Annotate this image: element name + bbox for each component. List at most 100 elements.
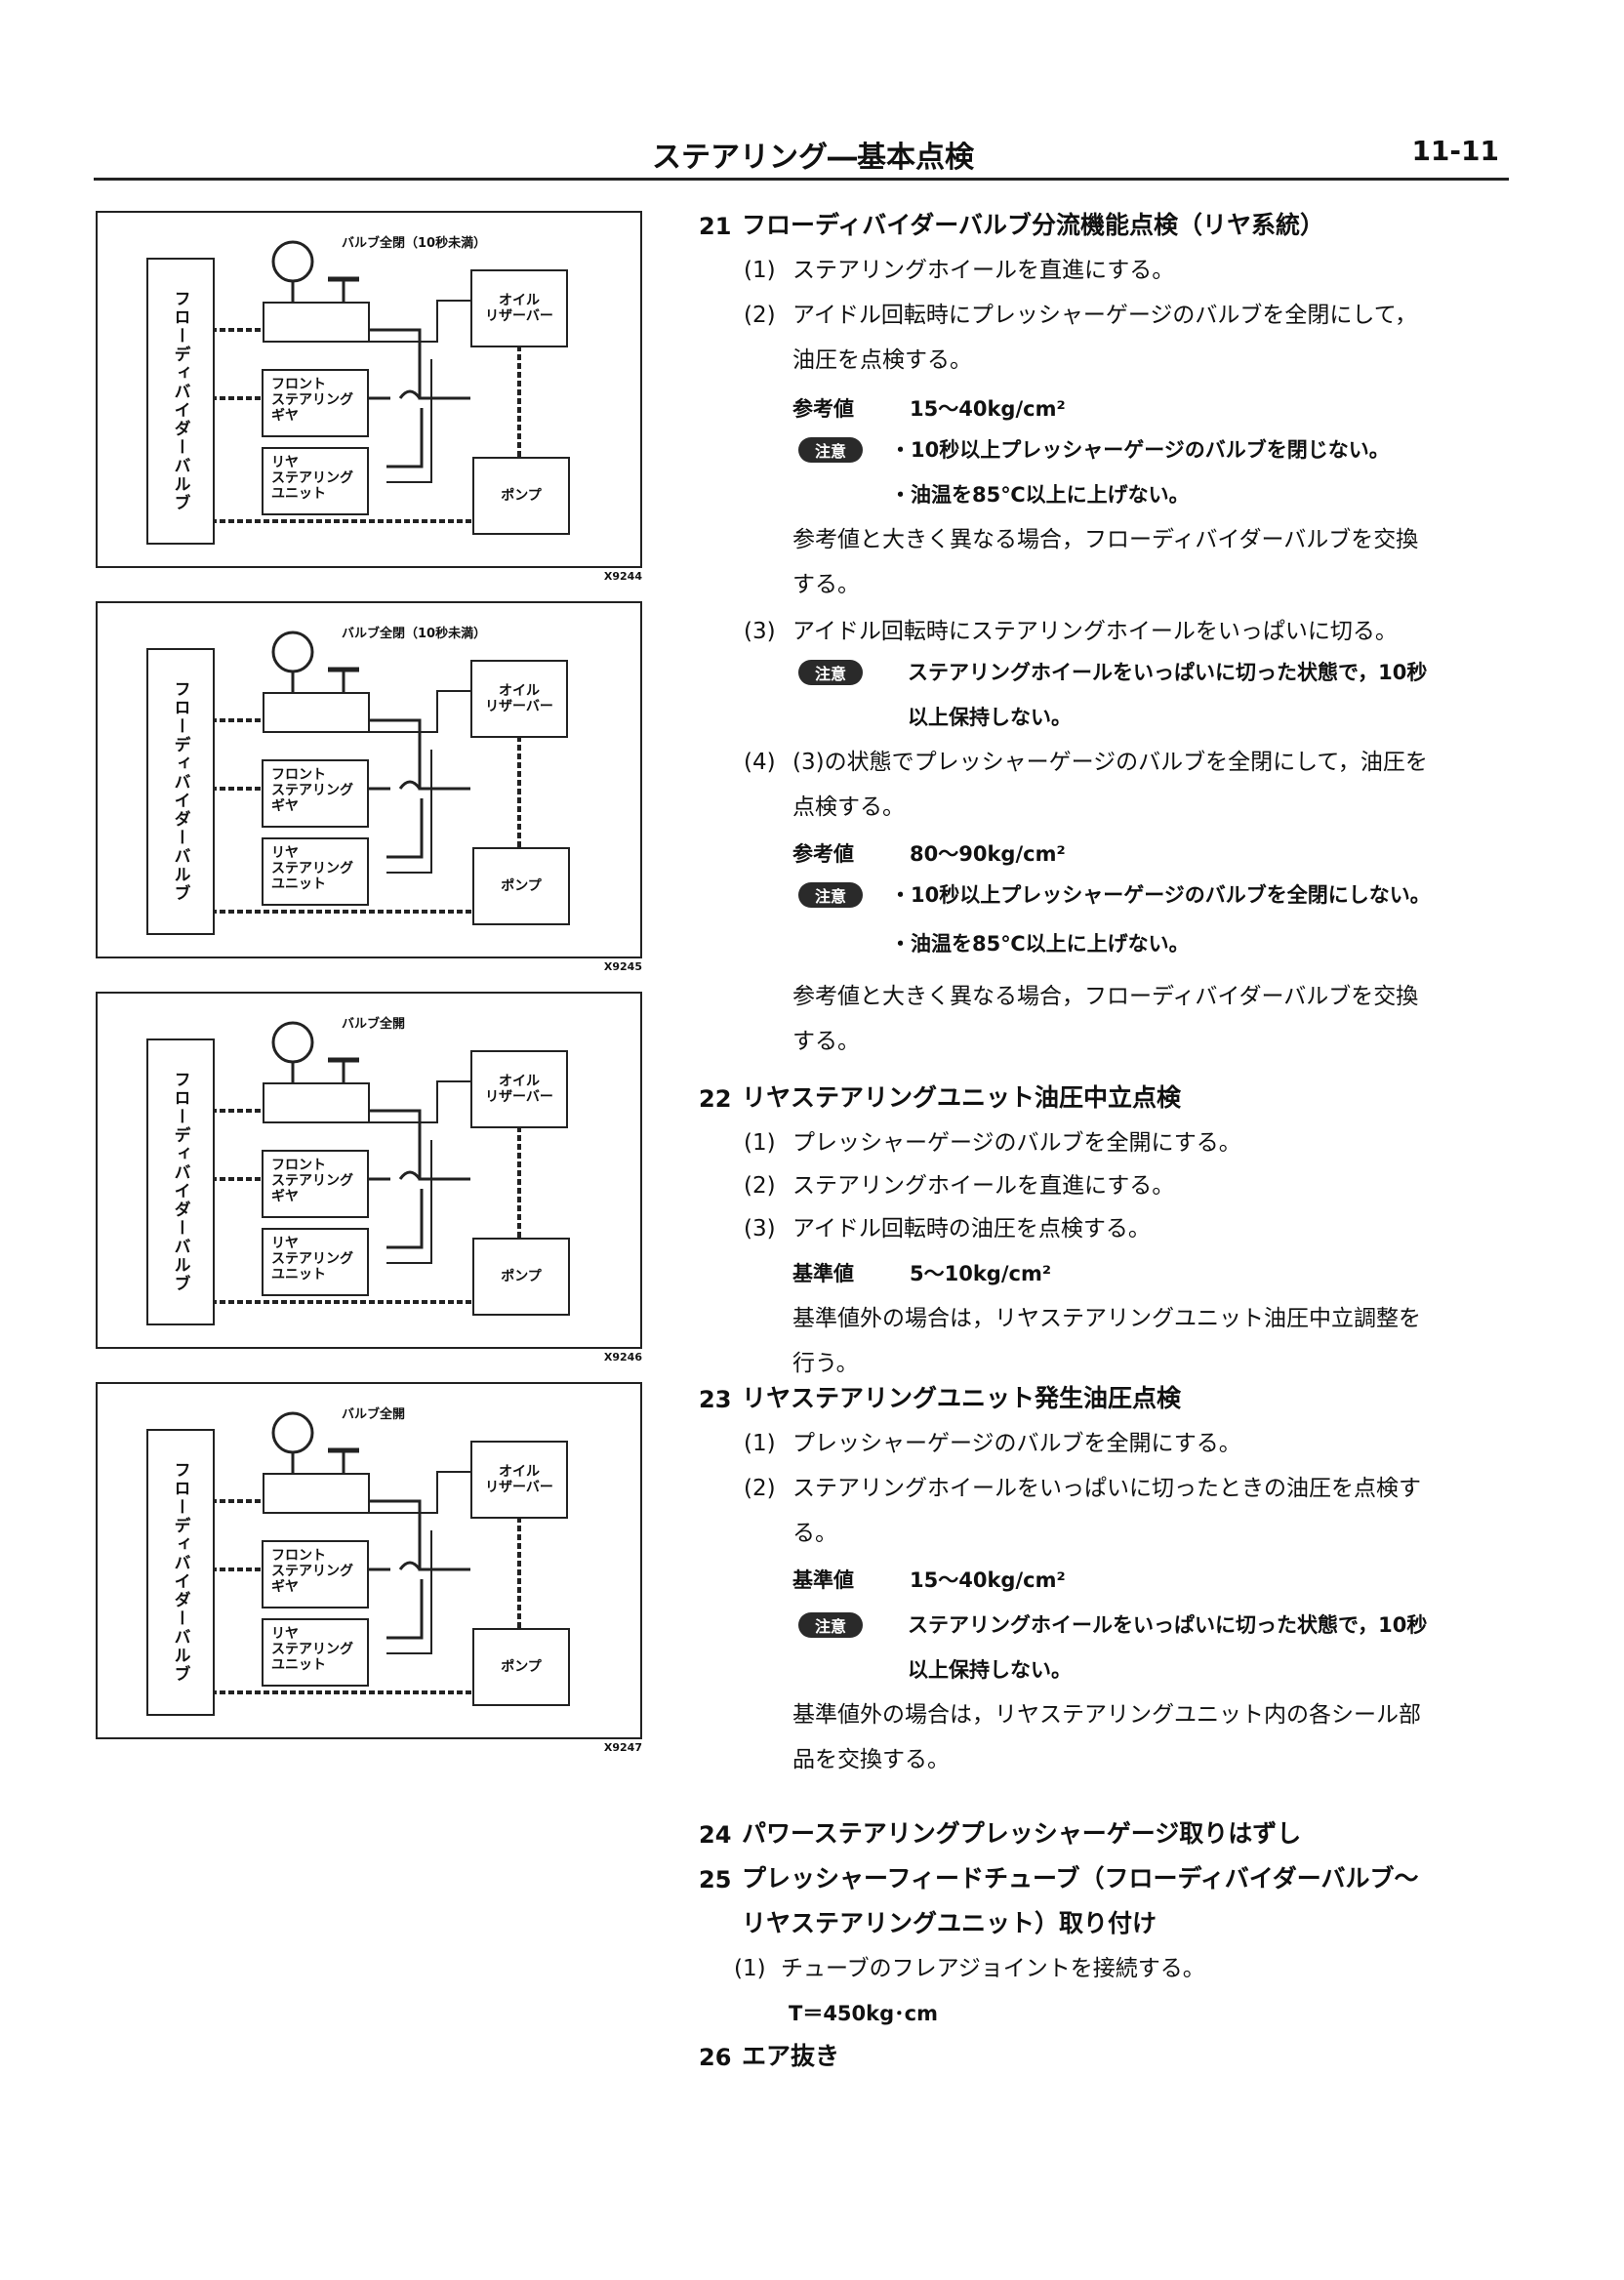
rear-steering-unit: リヤ ステアリング ユニット bbox=[262, 1228, 369, 1296]
flow-divider-valve: フローディバイダーバルブ bbox=[146, 1038, 215, 1325]
front-steering-gear: フロント ステアリング ギヤ bbox=[262, 369, 369, 437]
oil-reservoir: オイル リザーバー bbox=[470, 1441, 568, 1519]
reference-value: 80～90kg/cm² bbox=[910, 842, 1066, 866]
section-title: リヤステアリングユニット発生油圧点検 bbox=[742, 1384, 1182, 1412]
caution-text: ・10秒以上プレッシャーゲージのバルブを閉じない。 bbox=[890, 438, 1390, 462]
flow-divider-valve: フローディバイダーバルブ bbox=[146, 648, 215, 935]
step-number: (1) bbox=[744, 1130, 776, 1156]
caution-text: ・油温を85℃以上に上げない。 bbox=[890, 932, 1190, 956]
oil-reservoir: オイル リザーバー bbox=[470, 1050, 568, 1128]
section-title: リヤステアリングユニット）取り付け bbox=[742, 1909, 1157, 1937]
step-number: (3) bbox=[744, 1216, 776, 1242]
step-number: (2) bbox=[744, 1476, 776, 1501]
standard-label: 基準値 bbox=[792, 1568, 854, 1592]
flow-divider-label: フローディバイダーバルブ bbox=[170, 1071, 190, 1293]
figure-code: X9247 bbox=[603, 1741, 642, 1754]
step-text: アイドル回転時の油圧を点検する。 bbox=[792, 1216, 1151, 1242]
flow-divider-label: フローディバイダーバルブ bbox=[170, 1461, 190, 1684]
torque-value: T＝450kg･cm bbox=[789, 2002, 938, 2025]
oil-reservoir: オイル リザーバー bbox=[470, 269, 568, 347]
step-text: ステアリングホイールを直進にする。 bbox=[792, 258, 1175, 283]
note-text: 品を交換する。 bbox=[792, 1747, 950, 1772]
section-number: 26 bbox=[699, 2044, 732, 2071]
section-number: 21 bbox=[699, 213, 732, 240]
rear-steering-unit: リヤ ステアリング ユニット bbox=[262, 837, 369, 906]
reference-label: 参考値 bbox=[792, 842, 854, 866]
section-number: 23 bbox=[699, 1386, 732, 1413]
pressure-gauge-icon bbox=[271, 1411, 314, 1454]
hydraulic-lines bbox=[211, 240, 521, 523]
caution-text: 以上保持しない。 bbox=[908, 1658, 1072, 1682]
step-number: (2) bbox=[744, 1173, 776, 1199]
section-title: パワーステアリングプレッシャーゲージ取りはずし bbox=[742, 1819, 1302, 1848]
note-text: 基準値外の場合は，リヤステアリングユニット油圧中立調整を bbox=[792, 1306, 1421, 1331]
caution-text: ・油温を85℃以上に上げない。 bbox=[890, 483, 1190, 507]
rear-steering-unit: リヤ ステアリング ユニット bbox=[262, 1618, 369, 1687]
hydraulic-figure: バルブ全開 フローディバイダーバルブ オイル リザーバー フロント ステアリング… bbox=[96, 1382, 642, 1754]
note-text: 参考値と大きく異なる場合，フローディバイダーバルブを交換 bbox=[792, 527, 1419, 552]
flow-divider-valve: フローディバイダーバルブ bbox=[146, 1429, 215, 1716]
step-text: ステアリングホイールを直進にする。 bbox=[792, 1173, 1175, 1199]
step-number: (1) bbox=[744, 1431, 776, 1456]
valve-note: バルブ全閉（10秒未満） bbox=[342, 627, 487, 641]
note-text: 基準値外の場合は，リヤステアリングユニット内の各シール部 bbox=[792, 1702, 1421, 1728]
flow-divider-label: フローディバイダーバルブ bbox=[170, 680, 190, 903]
step-text: アイドル回転時にプレッシャーゲージのバルブを全閉にして， bbox=[792, 303, 1418, 328]
note-text: 参考値と大きく異なる場合，フローディバイダーバルブを交換 bbox=[792, 984, 1419, 1009]
caution-text: ステアリングホイールをいっぱいに切った状態で，10秒 bbox=[908, 661, 1428, 684]
caution-badge: 注意 bbox=[798, 1612, 863, 1638]
pump: ポンプ bbox=[472, 457, 570, 535]
rear-steering-unit: リヤ ステアリング ユニット bbox=[262, 447, 369, 515]
note-text: する。 bbox=[792, 1029, 860, 1054]
step-text: プレッシャーゲージのバルブを全開にする。 bbox=[792, 1130, 1241, 1156]
hydraulic-lines bbox=[211, 1411, 521, 1694]
pressure-gauge-icon bbox=[271, 1021, 314, 1064]
hydraulic-figure: バルブ全開 フローディバイダーバルブ オイル リザーバー フロント ステアリング… bbox=[96, 992, 642, 1364]
valve-note: バルブ全閉（10秒未満） bbox=[342, 236, 487, 251]
pump: ポンプ bbox=[472, 847, 570, 925]
page-header: ステアリング―基本点検 11-11 bbox=[94, 127, 1509, 181]
flow-divider-valve: フローディバイダーバルブ bbox=[146, 258, 215, 545]
step-text: (3)の状態でプレッシャーゲージのバルブを全閉にして，油圧を bbox=[792, 750, 1428, 775]
caution-text: ・10秒以上プレッシャーゲージのバルブを全閉にしない。 bbox=[890, 883, 1431, 907]
note-text: 行う。 bbox=[792, 1351, 859, 1376]
step-text: ステアリングホイールをいっぱいに切ったときの油圧を点検す bbox=[792, 1476, 1421, 1501]
standard-label: 基準値 bbox=[792, 1262, 854, 1285]
step-number: (1) bbox=[744, 258, 776, 283]
step-number: (3) bbox=[744, 619, 776, 644]
step-text: 点検する。 bbox=[792, 794, 905, 820]
caution-badge: 注意 bbox=[798, 660, 863, 685]
step-text: アイドル回転時にステアリングホイールをいっぱいに切る。 bbox=[792, 619, 1398, 644]
standard-value: 5～10kg/cm² bbox=[910, 1262, 1052, 1285]
flow-divider-label: フローディバイダーバルブ bbox=[170, 290, 190, 512]
caution-badge: 注意 bbox=[798, 882, 863, 908]
section-title: フローディバイダーバルブ分流機能点検（リヤ系統） bbox=[742, 211, 1325, 239]
hydraulic-figure: バルブ全閉（10秒未満） フローディバイダーバルブ オイル リザーバー フロント… bbox=[96, 211, 642, 583]
section-title: プレッシャーフィードチューブ（フローディバイダーバルブ～ bbox=[742, 1864, 1419, 1893]
pressure-gauge-icon bbox=[271, 240, 314, 283]
step-text: 油圧を点検する。 bbox=[792, 347, 972, 373]
pump: ポンプ bbox=[472, 1238, 570, 1316]
step-number: (4) bbox=[744, 750, 776, 775]
figure-code: X9246 bbox=[603, 1351, 642, 1364]
section-number: 25 bbox=[699, 1866, 732, 1893]
pump: ポンプ bbox=[472, 1628, 570, 1706]
hydraulic-figure: バルブ全閉（10秒未満） フローディバイダーバルブ オイル リザーバー フロント… bbox=[96, 601, 642, 973]
step-text: プレッシャーゲージのバルブを全開にする。 bbox=[792, 1431, 1241, 1456]
figure-code: X9245 bbox=[603, 960, 642, 973]
caution-text: ステアリングホイールをいっぱいに切った状態で，10秒 bbox=[908, 1613, 1428, 1637]
oil-reservoir: オイル リザーバー bbox=[470, 660, 568, 738]
hydraulic-lines bbox=[211, 1021, 521, 1304]
valve-note: バルブ全開 bbox=[342, 1017, 406, 1032]
note-text: する。 bbox=[792, 572, 860, 597]
standard-value: 15～40kg/cm² bbox=[910, 1568, 1066, 1592]
pressure-gauge-icon bbox=[271, 631, 314, 673]
page-number: 11-11 bbox=[1411, 135, 1499, 167]
section-title: リヤステアリングユニット油圧中立点検 bbox=[742, 1083, 1182, 1112]
hydraulic-lines bbox=[211, 631, 521, 914]
step-text: る。 bbox=[792, 1521, 837, 1546]
front-steering-gear: フロント ステアリング ギヤ bbox=[262, 1540, 369, 1608]
page-title: ステアリング―基本点検 bbox=[652, 141, 974, 175]
figure-code: X9244 bbox=[603, 570, 642, 583]
step-text: チューブのフレアジョイントを接続する。 bbox=[781, 1956, 1205, 1981]
